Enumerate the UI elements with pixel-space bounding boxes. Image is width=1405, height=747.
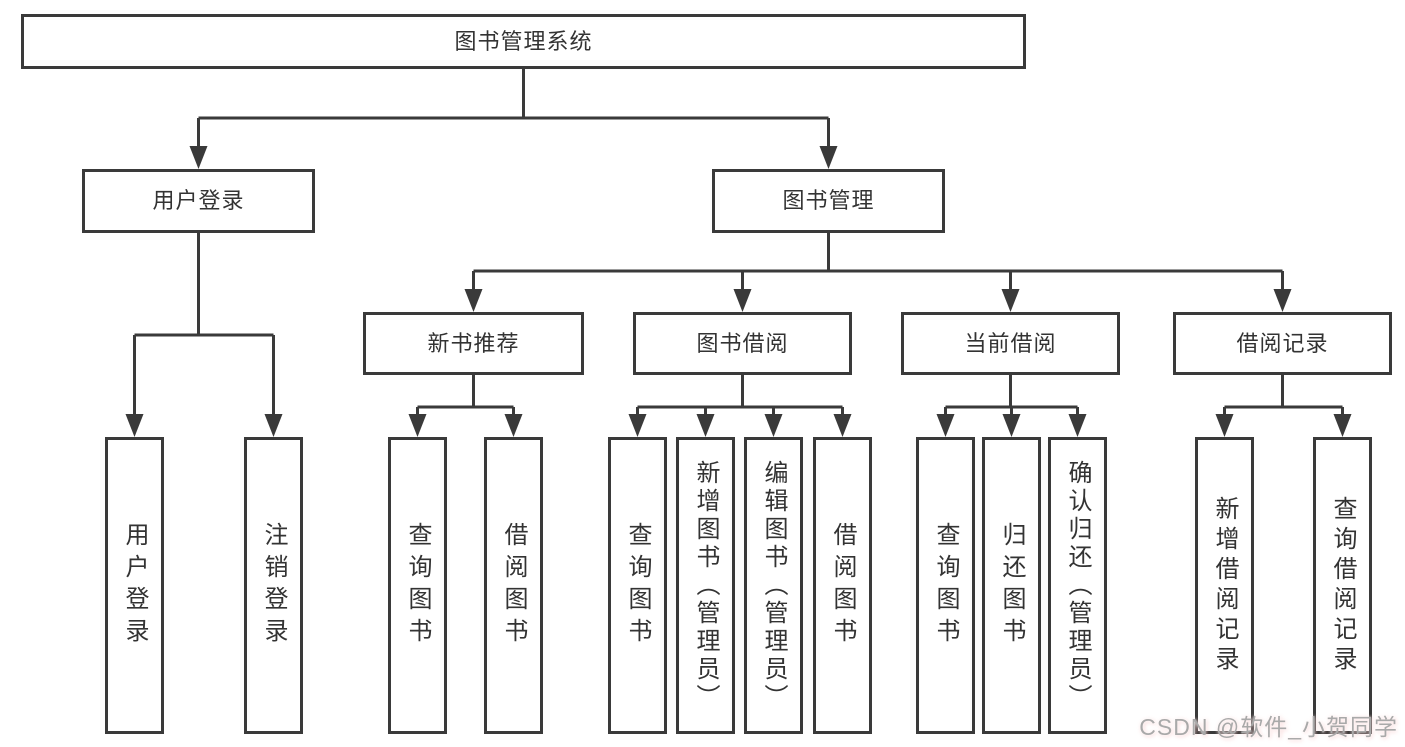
leaf-add-books-admin: 新增图书（管理员） xyxy=(676,437,735,734)
leaf-current-query-books: 查询图书 xyxy=(916,437,975,734)
node-user-login: 用户登录 xyxy=(82,169,315,233)
arrowhead-icon xyxy=(764,414,783,437)
arrowhead-icon xyxy=(1215,414,1234,437)
leaf-return-books: 归还图书 xyxy=(982,437,1041,734)
arrowhead-icon xyxy=(936,414,955,437)
arrowhead-icon xyxy=(833,414,852,437)
leaf-add-borrow-record: 新增借阅记录 xyxy=(1195,437,1254,734)
node-borrow-records: 借阅记录 xyxy=(1173,312,1392,375)
node-current-borrow: 当前借阅 xyxy=(901,312,1120,375)
node-new-book-recommend: 新书推荐 xyxy=(363,312,584,375)
arrowhead-icon xyxy=(819,146,838,169)
arrowhead-icon xyxy=(696,414,715,437)
arrowhead-icon xyxy=(125,414,144,437)
leaf-confirm-return-admin: 确认归还（管理员） xyxy=(1048,437,1107,734)
arrowhead-icon xyxy=(464,289,483,312)
leaf-borrow-query-books: 查询图书 xyxy=(608,437,667,734)
arrowhead-icon xyxy=(628,414,647,437)
arrowhead-icon xyxy=(264,414,283,437)
leaf-borrow-books: 借阅图书 xyxy=(813,437,872,734)
leaf-query-borrow-record: 查询借阅记录 xyxy=(1313,437,1372,734)
arrowhead-icon xyxy=(1068,414,1087,437)
arrowhead-icon xyxy=(1333,414,1352,437)
leaf-logout: 注销登录 xyxy=(244,437,303,734)
leaf-user-login: 用户登录 xyxy=(105,437,164,734)
node-book-borrow: 图书借阅 xyxy=(633,312,852,375)
arrowhead-icon xyxy=(733,289,752,312)
arrowhead-icon xyxy=(504,414,523,437)
arrowhead-icon xyxy=(1273,289,1292,312)
node-book-management: 图书管理 xyxy=(712,169,945,233)
leaf-recommend-borrow-books: 借阅图书 xyxy=(484,437,543,734)
arrowhead-icon xyxy=(1002,414,1021,437)
leaf-recommend-query-books: 查询图书 xyxy=(388,437,447,734)
arrowhead-icon xyxy=(1001,289,1020,312)
csdn-watermark: CSDN @软件_小贺同学 xyxy=(1139,714,1398,740)
arrowhead-icon xyxy=(189,146,208,169)
arrowhead-icon xyxy=(408,414,427,437)
node-library-management-system: 图书管理系统 xyxy=(21,14,1026,69)
leaf-edit-books-admin: 编辑图书（管理员） xyxy=(744,437,803,734)
